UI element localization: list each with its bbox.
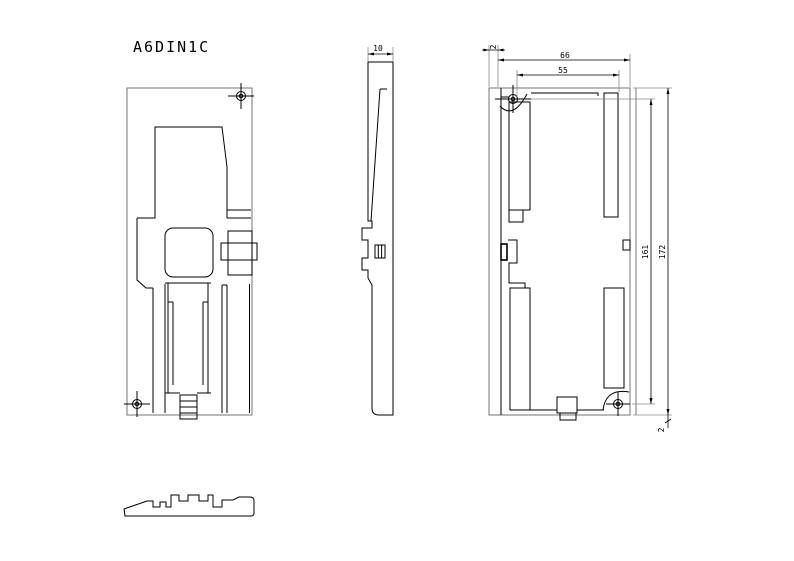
- front-din-latch: [179, 394, 198, 420]
- front-center-boss: [164, 227, 214, 278]
- dim-edge-offset-top-label: 2: [489, 44, 498, 49]
- rear-din-notch: [500, 239, 523, 284]
- front-latch-slot: [165, 282, 211, 394]
- bottom-profile-view: [123, 494, 255, 517]
- dim-outer-width: 66: [498, 51, 631, 87]
- front-side-tab: [227, 230, 253, 276]
- dim-outer-width-label: 66: [560, 51, 570, 60]
- dim-side-thickness: 10: [367, 44, 394, 61]
- dim-hole-spacing: 161: [531, 98, 655, 405]
- dim-edge-offset-top: 2: [482, 44, 505, 87]
- side-view-outline: [361, 61, 394, 416]
- side-view: 10: [361, 44, 394, 416]
- rear-view: 2 66 55 161: [482, 44, 672, 432]
- rear-latch-tab: [556, 396, 578, 421]
- front-side-tab-wide: [220, 242, 258, 261]
- rear-bottom-clip-arc: [602, 390, 630, 411]
- front-upper-pocket: [137, 126, 251, 219]
- side-taper-edge: [370, 88, 387, 222]
- dim-hole-spacing-label: 161: [641, 245, 650, 260]
- dim-overall-height-label: 172: [658, 245, 667, 260]
- front-top-mounting-hole: [228, 83, 254, 109]
- rear-top-mounting-hole: [495, 85, 531, 113]
- front-bottom-mounting-hole: [124, 391, 150, 417]
- dim-edge-offset-bottom-label: 2: [657, 427, 666, 432]
- side-latch-detail: [374, 244, 386, 259]
- dim-overall-height: 172: [633, 87, 672, 416]
- dim-side-thickness-label: 10: [373, 44, 383, 53]
- bottom-profile-outline: [123, 494, 255, 517]
- dim-inner-width-label: 55: [558, 66, 568, 75]
- drawing-title: A6DIN1C: [133, 38, 210, 56]
- rear-top-clip-arc: [499, 93, 528, 112]
- rear-right-step: [622, 239, 631, 251]
- dim-edge-offset-bottom: 2: [657, 415, 672, 432]
- rear-interior-ribs: [501, 92, 625, 411]
- rear-bottom-mounting-hole: [602, 390, 630, 416]
- front-right-channel: [221, 284, 228, 413]
- front-view-outline: [126, 87, 253, 416]
- front-view: [124, 83, 258, 420]
- dim-inner-width: 55: [516, 66, 620, 97]
- front-left-step: [136, 218, 153, 289]
